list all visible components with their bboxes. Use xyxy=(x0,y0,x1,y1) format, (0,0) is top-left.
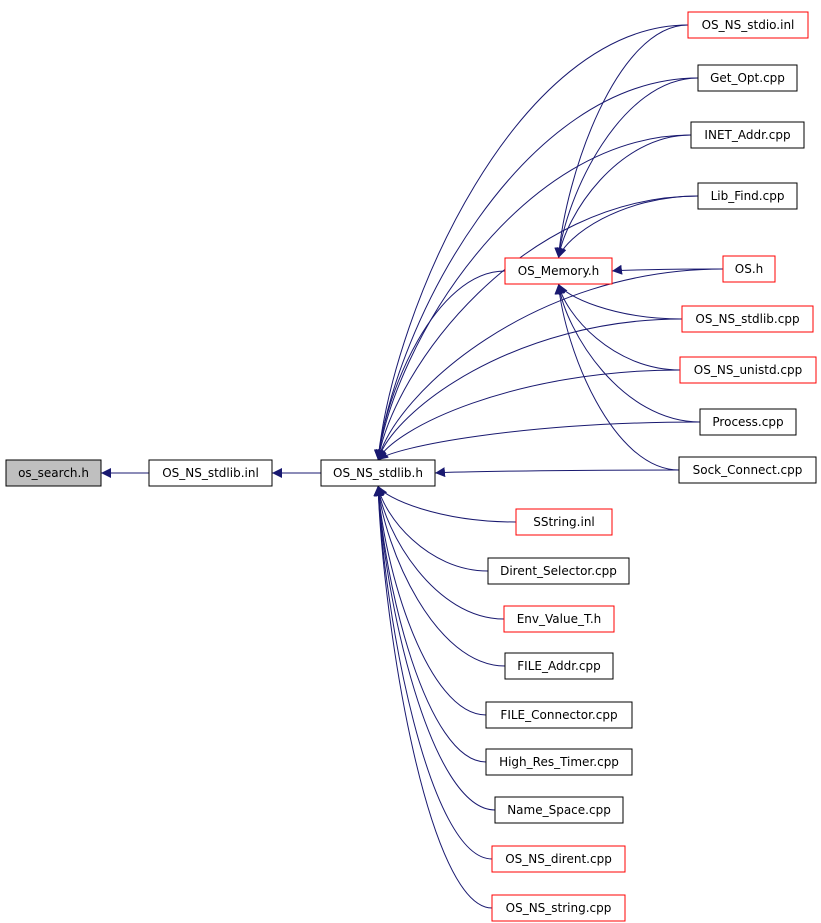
node-box-sstring-inl xyxy=(515,508,613,536)
node-box-lib-find-cpp xyxy=(697,182,798,210)
node-sock-connect-cpp[interactable]: Sock_Connect.cpp xyxy=(678,456,817,484)
node-file-addr-cpp[interactable]: FILE_Addr.cpp xyxy=(504,652,614,680)
edge-lib-find-cpp-to-os-ns-stdlib-h xyxy=(374,195,699,461)
node-lib-find-cpp[interactable]: Lib_Find.cpp xyxy=(697,182,798,210)
edge-sstring-inl-to-os-ns-stdlib-h xyxy=(377,485,517,523)
node-label-os-ns-stdlib-h: OS_NS_stdlib.h xyxy=(333,466,423,480)
edge-os-ns-unistd-cpp-to-os-memory-h xyxy=(555,283,681,371)
node-box-file-connector-cpp xyxy=(485,701,633,729)
node-get-opt-cpp[interactable]: Get_Opt.cpp xyxy=(697,64,798,92)
edge-os-ns-stdlib-cpp-to-os-ns-stdlib-h xyxy=(376,318,683,461)
node-label-dirent-selector-cpp: Dirent_Selector.cpp xyxy=(500,564,617,578)
node-name-space-cpp[interactable]: Name_Space.cpp xyxy=(494,796,624,824)
node-box-os-memory-h xyxy=(504,257,613,285)
node-os-memory-h[interactable]: OS_Memory.h xyxy=(504,257,613,285)
node-label-get-opt-cpp: Get_Opt.cpp xyxy=(710,71,785,85)
node-box-os-ns-unistd-cpp xyxy=(679,356,817,384)
node-label-os-search-h: os_search.h xyxy=(18,466,89,480)
node-box-file-addr-cpp xyxy=(504,652,614,680)
nodes-layer: os_search.h OS_NS_stdlib.inl OS_NS_stdli… xyxy=(5,11,817,922)
node-label-sstring-inl: SString.inl xyxy=(533,515,595,529)
node-box-sock-connect-cpp xyxy=(678,456,817,484)
edge-lib-find-cpp-to-os-memory-h xyxy=(556,195,699,259)
edge-os-ns-unistd-cpp-to-os-ns-stdlib-h xyxy=(377,369,681,461)
edge-sock-connect-cpp-to-os-ns-stdlib-h xyxy=(434,467,680,478)
edge-file-connector-cpp-to-os-ns-stdlib-h xyxy=(373,485,487,716)
node-box-os-search-h xyxy=(5,459,102,487)
edge-file-addr-cpp-to-os-ns-stdlib-h xyxy=(374,485,506,667)
node-label-file-addr-cpp: FILE_Addr.cpp xyxy=(517,659,600,673)
node-os-ns-stdlib-h[interactable]: OS_NS_stdlib.h xyxy=(320,459,436,487)
node-label-os-ns-dirent-cpp: OS_NS_dirent.cpp xyxy=(505,852,612,866)
edges-layer xyxy=(101,24,724,909)
node-label-os-ns-stdio-inl: OS_NS_stdio.inl xyxy=(702,18,795,32)
edge-get-opt-cpp-to-os-memory-h xyxy=(554,77,699,259)
node-file-connector-cpp[interactable]: FILE_Connector.cpp xyxy=(485,701,633,729)
node-box-process-cpp xyxy=(699,408,797,436)
node-os-ns-string-cpp[interactable]: OS_NS_string.cpp xyxy=(491,894,626,922)
node-high-res-timer-cpp[interactable]: High_Res_Timer.cpp xyxy=(485,748,633,776)
edge-os-ns-dirent-cpp-to-os-ns-stdlib-h xyxy=(373,485,493,860)
edge-inet-addr-cpp-to-os-memory-h xyxy=(555,134,692,259)
edge-high-res-timer-cpp-to-os-ns-stdlib-h xyxy=(373,485,487,763)
node-inet-addr-cpp[interactable]: INET_Addr.cpp xyxy=(690,121,805,149)
node-label-name-space-cpp: Name_Space.cpp xyxy=(507,803,611,817)
node-os-search-h[interactable]: os_search.h xyxy=(5,459,102,487)
node-os-ns-dirent-cpp[interactable]: OS_NS_dirent.cpp xyxy=(491,845,626,873)
node-os-ns-stdlib-inl[interactable]: OS_NS_stdlib.inl xyxy=(148,459,273,487)
node-box-os-ns-stdlib-h xyxy=(320,459,436,487)
node-label-sock-connect-cpp: Sock_Connect.cpp xyxy=(693,463,803,477)
node-label-os-ns-unistd-cpp: OS_NS_unistd.cpp xyxy=(694,363,802,377)
edge-os-ns-stdlib-cpp-to-os-memory-h xyxy=(558,283,683,320)
node-label-lib-find-cpp: Lib_Find.cpp xyxy=(711,189,785,203)
node-box-high-res-timer-cpp xyxy=(485,748,633,776)
node-label-os-ns-stdlib-cpp: OS_NS_stdlib.cpp xyxy=(695,312,799,326)
node-label-os-ns-string-cpp: OS_NS_string.cpp xyxy=(506,901,612,915)
node-label-inet-addr-cpp: INET_Addr.cpp xyxy=(704,128,790,142)
node-label-high-res-timer-cpp: High_Res_Timer.cpp xyxy=(499,755,619,769)
node-box-os-h xyxy=(722,255,776,283)
node-os-ns-unistd-cpp[interactable]: OS_NS_unistd.cpp xyxy=(679,356,817,384)
edge-inet-addr-cpp-to-os-ns-stdlib-h xyxy=(374,134,692,461)
node-dirent-selector-cpp[interactable]: Dirent_Selector.cpp xyxy=(487,557,630,585)
node-box-dirent-selector-cpp xyxy=(487,557,630,585)
edge-process-cpp-to-os-ns-stdlib-h xyxy=(377,421,701,461)
edge-sock-connect-cpp-to-os-memory-h xyxy=(554,283,680,471)
edge-process-cpp-to-os-memory-h xyxy=(555,283,701,423)
edge-name-space-cpp-to-os-ns-stdlib-h xyxy=(373,485,496,811)
edge-env-value-t-h-to-os-ns-stdlib-h xyxy=(374,485,505,620)
node-env-value-t-h[interactable]: Env_Value_T.h xyxy=(503,605,615,633)
node-box-name-space-cpp xyxy=(494,796,624,824)
node-box-env-value-t-h xyxy=(503,605,615,633)
edge-os-h-to-os-ns-stdlib-h xyxy=(375,268,724,461)
node-box-inet-addr-cpp xyxy=(690,121,805,149)
edge-os-h-to-os-memory-h xyxy=(611,264,724,275)
node-os-ns-stdlib-cpp[interactable]: OS_NS_stdlib.cpp xyxy=(681,305,814,333)
node-label-os-memory-h: OS_Memory.h xyxy=(518,264,600,278)
node-label-process-cpp: Process.cpp xyxy=(712,415,783,429)
node-box-os-ns-stdlib-cpp xyxy=(681,305,814,333)
edge-os-ns-stdio-inl-to-os-ns-stdlib-h xyxy=(374,24,689,461)
node-box-os-ns-string-cpp xyxy=(491,894,626,922)
node-label-os-ns-stdlib-inl: OS_NS_stdlib.inl xyxy=(162,466,259,480)
node-box-os-ns-dirent-cpp xyxy=(491,845,626,873)
node-label-file-connector-cpp: FILE_Connector.cpp xyxy=(500,708,617,722)
node-label-env-value-t-h: Env_Value_T.h xyxy=(517,612,602,626)
node-box-get-opt-cpp xyxy=(697,64,798,92)
node-os-ns-stdio-inl[interactable]: OS_NS_stdio.inl xyxy=(687,11,809,39)
edge-os-memory-h-to-os-ns-stdlib-h xyxy=(373,270,506,461)
edge-os-ns-stdio-inl-to-os-memory-h xyxy=(554,24,689,259)
node-box-os-ns-stdio-inl xyxy=(687,11,809,39)
edge-dirent-selector-cpp-to-os-ns-stdlib-h xyxy=(374,485,489,572)
node-box-os-ns-stdlib-inl xyxy=(148,459,273,487)
node-process-cpp[interactable]: Process.cpp xyxy=(699,408,797,436)
node-sstring-inl[interactable]: SString.inl xyxy=(515,508,613,536)
edge-get-opt-cpp-to-os-ns-stdlib-h xyxy=(374,77,699,461)
node-os-h[interactable]: OS.h xyxy=(722,255,776,283)
edge-os-ns-string-cpp-to-os-ns-stdlib-h xyxy=(373,485,493,909)
node-label-os-h: OS.h xyxy=(735,262,763,276)
